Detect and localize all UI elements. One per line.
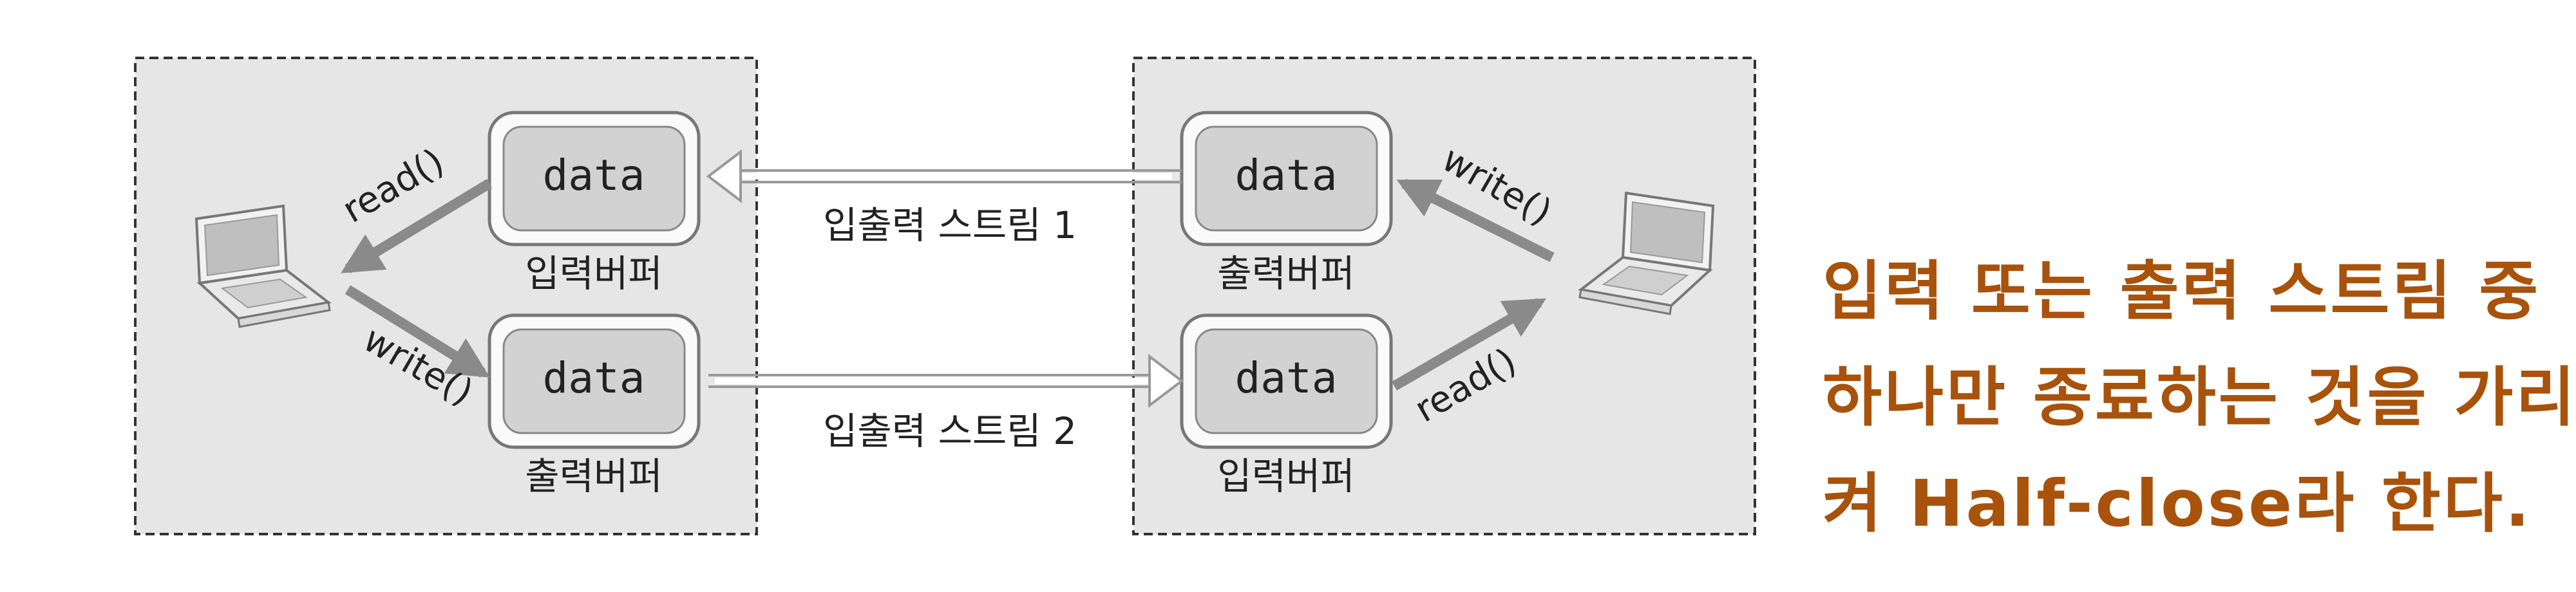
right-read-arrow [1391, 298, 1547, 391]
note-line-3: 켜 Half-close라 한다. [1823, 466, 2532, 541]
right-top-buffer-value: data [1235, 151, 1338, 200]
half-close-note: 입력 또는 출력 스트림 중 하나만 종료하는 것을 가리 켜 Half-clo… [1823, 238, 2576, 557]
right-bottom-buffer-value: data [1235, 353, 1338, 403]
right-top-buffer-label: 출력버퍼 [1217, 252, 1354, 295]
note-line-2: 하나만 종료하는 것을 가리 [1823, 360, 2576, 435]
left-output-buffer: data [488, 313, 701, 449]
right-input-buffer: data [1180, 313, 1393, 449]
stream-2-label: 입출력 스트림 2 [823, 409, 1077, 453]
left-bottom-buffer-value: data [543, 353, 645, 403]
right-bottom-buffer-label: 입력버퍼 [1217, 454, 1354, 498]
left-computer-icon [194, 204, 332, 328]
stream-1-label: 입출력 스트림 1 [823, 203, 1077, 247]
left-top-buffer-value: data [543, 151, 645, 200]
right-write-arrow [1396, 178, 1555, 263]
right-output-buffer: data [1180, 111, 1393, 246]
left-read-arrow [341, 179, 493, 273]
stream-1-arrow [706, 149, 1182, 204]
left-input-buffer: data [488, 111, 701, 246]
left-write-arrow [345, 285, 490, 378]
left-top-buffer-label: 입력버퍼 [525, 252, 662, 295]
note-line-1: 입력 또는 출력 스트림 중 [1823, 254, 2541, 329]
right-computer-icon [1578, 191, 1715, 315]
left-bottom-buffer-label: 출력버퍼 [525, 454, 662, 498]
stream-2-arrow [708, 353, 1184, 409]
